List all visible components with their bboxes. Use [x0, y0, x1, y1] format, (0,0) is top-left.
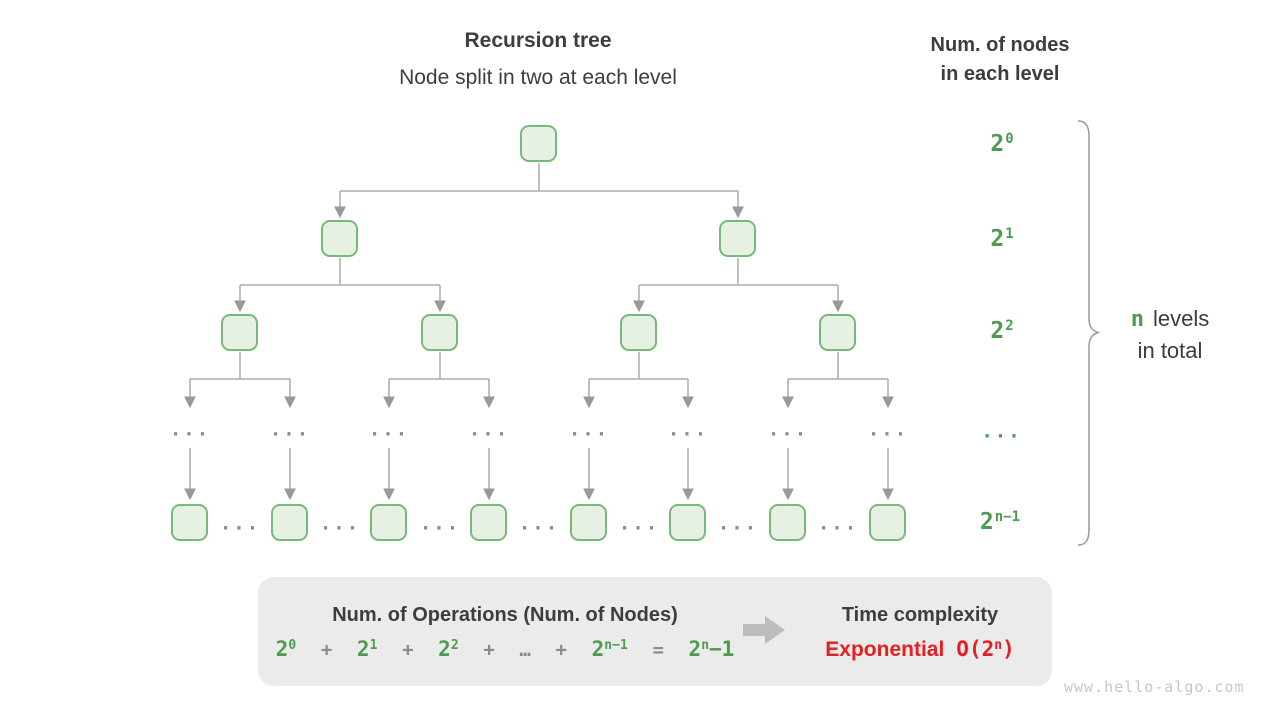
formula-operator: + [555, 639, 567, 661]
levels-brace [1077, 120, 1101, 546]
bottom-row-ellipsis: ... [419, 512, 461, 535]
level-count-label-last: 2n−1 [979, 509, 1021, 535]
arrow-right-icon [743, 616, 785, 644]
tree-node [769, 504, 806, 541]
tree-node [869, 504, 906, 541]
right-column-title: Num. of nodes in each level [931, 31, 1070, 89]
bottom-row-ellipsis: ... [219, 512, 261, 535]
level-count-label-0: 20 [990, 131, 1014, 157]
tree-node [421, 314, 458, 351]
bottom-row-ellipsis: ... [518, 512, 560, 535]
formula-operator: + [483, 639, 495, 661]
tree-ellipsis: ... [767, 418, 809, 441]
tree-node [819, 314, 856, 351]
level-count-label-ellipsis: ... [981, 420, 1022, 443]
tree-ellipsis: ... [468, 418, 510, 441]
tree-ellipsis: ... [568, 418, 610, 441]
time-complexity-title: Time complexity [841, 604, 999, 626]
right-title-line2: in each level [940, 63, 1060, 85]
tree-node [470, 504, 507, 541]
tree-node [719, 220, 756, 257]
operations-formula: 20 + 21 + 22 + … + 2n−1 = 2n−1 [270, 639, 741, 660]
watermark: www.hello-algo.com [1064, 678, 1245, 696]
tree-node [620, 314, 657, 351]
formula-operator: + [402, 639, 414, 661]
tree-node [321, 220, 358, 257]
tree-ellipsis: ... [169, 418, 211, 441]
tree-node [370, 504, 407, 541]
bottom-row-ellipsis: ... [319, 512, 361, 535]
tree-node-root [520, 125, 557, 162]
formula-term: 20 [275, 637, 297, 661]
tree-node [570, 504, 607, 541]
tree-ellipsis: ... [269, 418, 311, 441]
diagram-title: Recursion tree [464, 29, 612, 52]
bottom-row-ellipsis: ... [717, 512, 759, 535]
formula-term: 2n−1 [591, 637, 628, 661]
complexity-result: Exponential O(2n) [825, 637, 1015, 661]
level-count-label-1: 21 [990, 226, 1014, 252]
bottom-row-ellipsis: ... [618, 512, 660, 535]
tree-node [669, 504, 706, 541]
summary-box: Num. of Operations (Num. of Nodes) 20 + … [258, 577, 1052, 686]
level-count-label-2: 22 [990, 318, 1014, 344]
formula-term: 22 [438, 637, 459, 661]
operations-title: Num. of Operations (Num. of Nodes) [332, 604, 678, 626]
tree-node [221, 314, 258, 351]
formula-equals: = [652, 639, 664, 661]
tree-node [171, 504, 208, 541]
formula-result: 2n−1 [688, 637, 735, 661]
big-o-notation: O(2n) [956, 637, 1015, 661]
tree-ellipsis: ... [667, 418, 709, 441]
tree-node [271, 504, 308, 541]
tree-ellipsis: ... [867, 418, 909, 441]
diagram-subtitle: Node split in two at each level [399, 66, 677, 89]
formula-ellipsis: … [519, 639, 531, 661]
n-variable: n [1130, 307, 1144, 332]
tree-ellipsis: ... [368, 418, 410, 441]
complexity-label: Exponential [825, 638, 945, 661]
bottom-row-ellipsis: ... [817, 512, 859, 535]
formula-term: 21 [356, 637, 378, 661]
right-title-line1: Num. of nodes [930, 34, 1070, 56]
formula-operator: + [320, 639, 333, 661]
